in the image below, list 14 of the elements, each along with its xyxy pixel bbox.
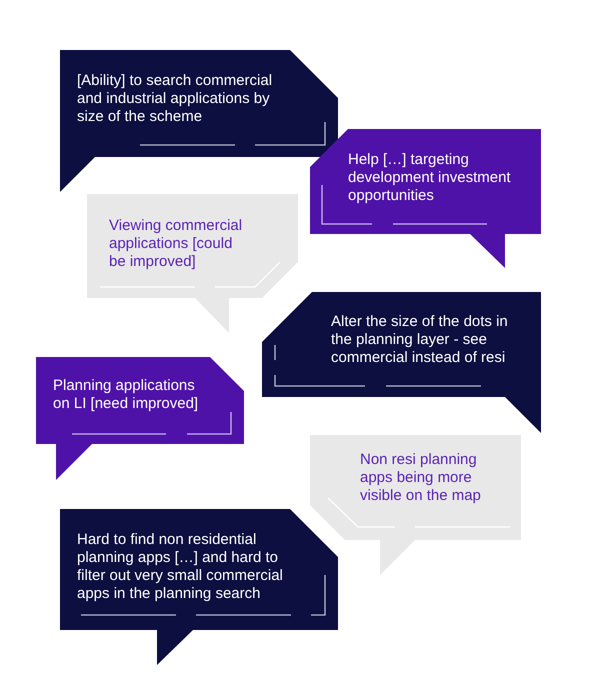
bubble-text: Planning applications on LI [need improved] <box>53 377 200 413</box>
bubble-text: Hard to find non residential planning apps […] and hard to filter out very small commercial apps in the planning search <box>77 531 284 603</box>
bubble-text: Non resi planning apps being more visible on the map <box>360 451 482 505</box>
speech-bubble <box>262 292 541 433</box>
speech-bubble <box>310 129 541 268</box>
speech-bubble <box>60 50 338 192</box>
bubble-text: [Ability] to search commercial and industrial applications by size of the scheme <box>77 72 274 126</box>
bubble-text: Viewing commercial applications [could be improved] <box>109 217 244 271</box>
bubble-text: Alter the size of the dots in the planning layer - see commercial instead of resi <box>331 313 509 367</box>
bubble-text: Help […] targeting development investment opportunities <box>348 151 512 205</box>
speech-bubble <box>87 194 298 333</box>
speech-bubble <box>36 357 244 480</box>
speech-bubble <box>60 509 338 665</box>
speech-bubble <box>310 435 521 575</box>
